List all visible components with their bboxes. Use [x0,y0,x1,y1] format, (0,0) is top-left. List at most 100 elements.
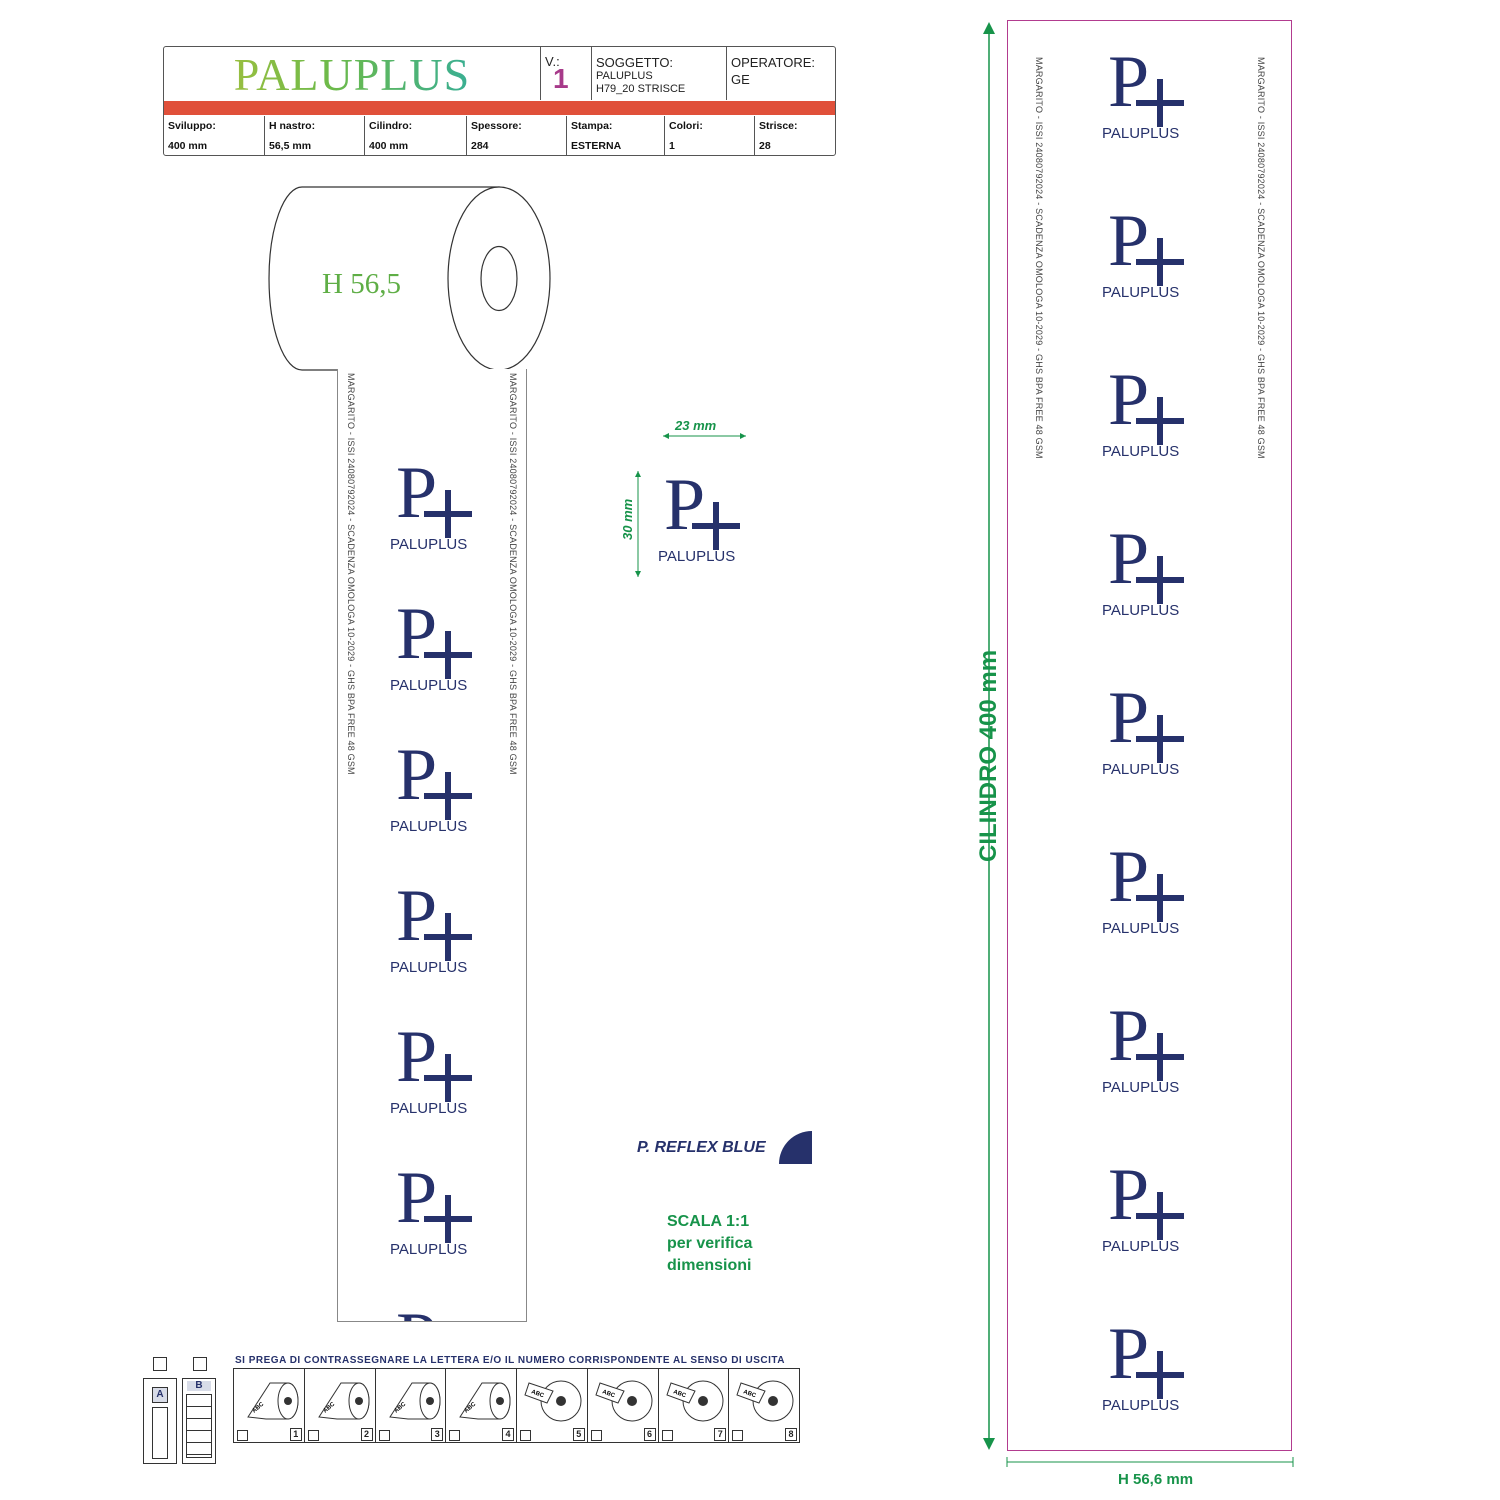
spec-value: 28 [759,140,771,152]
roll-direction-icon: ABC [665,1380,723,1422]
plus-mark-icon [1136,238,1184,286]
logo-letter-p: P [1108,41,1150,123]
plus-mark-icon [1136,1192,1184,1240]
strip-legal-text: MARGARITO - ISSI 24080792024 - SCADENZA … [1034,57,1044,459]
paluplus-logo: P PALUPLUS [1102,200,1198,304]
roll-text-sample: ABC [601,1389,616,1399]
logo-letter-p: P [1108,995,1150,1077]
exit-option[interactable]: ABC 6 [588,1369,659,1442]
side-b-letter: B [187,1381,211,1391]
plus-mark-icon [1136,715,1184,763]
logo-letter-p: P [396,1302,437,1321]
logo-letter-p: P [1108,359,1150,441]
spec-cell: Stampa:ESTERNA [566,116,664,155]
spec-label: Strisce: [759,120,798,132]
side-a-icon: A [143,1378,177,1464]
checkbox-a[interactable] [153,1357,167,1371]
logo-name: PALUPLUS [1102,1079,1180,1096]
plus-mark-icon [424,631,472,679]
logo-name: PALUPLUS [1102,284,1180,301]
strip-width-arrow [1006,1457,1294,1467]
exit-number: 1 [289,1428,302,1441]
exit-number: 3 [431,1428,444,1441]
exit-direction-note: SI PREGA DI CONTRASSEGNARE LA LETTERA E/… [235,1355,785,1366]
subject-cell: SOGGETTO: PALUPLUS H79_20 STRISCE [591,47,727,100]
plus-mark-icon [1136,79,1184,127]
logo-name: PALUPLUS [1102,125,1180,142]
exit-number: 8 [785,1428,797,1441]
paluplus-logo: P PALUPLUS [1102,41,1198,145]
exit-checkbox[interactable] [237,1430,248,1441]
logo-name: PALUPLUS [390,1241,468,1258]
height-dimension-label: 30 mm [620,498,635,540]
paper-roll-illustration [268,186,551,371]
version-value: 1 [553,63,569,94]
exit-checkbox[interactable] [307,1430,319,1441]
subject-line2: H79_20 STRISCE [596,83,686,95]
exit-number: 4 [502,1428,514,1441]
logo-letter-p: P [1108,836,1150,918]
exit-option[interactable]: ABC 1 [234,1369,305,1442]
checkbox-b[interactable] [193,1357,207,1371]
spec-cell: Cilindro:400 mm [364,116,466,155]
plus-mark-icon [692,502,740,550]
spec-label: Stampa: [571,120,613,132]
logo-letter-p: P [396,593,438,675]
spec-cell: Sviluppo:400 mm [164,116,264,155]
header-red-bar [164,101,835,115]
logo-name: PALUPLUS [1102,761,1180,778]
exit-option[interactable]: ABC 3 [376,1369,447,1442]
roll-text-sample: ABC [530,1389,545,1399]
spec-value: 400 mm [369,140,409,152]
cylinder-layout-strip: P PALUPLUS P PALUPLUS P PALUPLUS P PALUPLUS P PAL… [1007,20,1292,1451]
exit-option[interactable]: ABC 8 [729,1369,799,1442]
logo-letter-p: P [664,464,706,546]
spec-label: Sviluppo: [168,120,216,132]
logo-letter-p: P [1108,200,1150,282]
roll-direction-icon: ABC [595,1380,653,1422]
paluplus-logo: P PALUPLUS [390,593,486,697]
logo-letter-p: P [396,875,438,957]
roll-text-sample: ABC [672,1389,687,1399]
spec-value: 284 [471,140,489,152]
exit-checkbox[interactable] [661,1430,673,1441]
roll-text-sample: ABC [743,1389,758,1399]
plus-mark-icon [1136,874,1184,922]
exit-checkbox[interactable] [520,1430,531,1441]
spec-label: Colori: [669,120,703,132]
roll-direction-icon: ABC [247,1382,299,1420]
logo-letter-p: P [396,734,438,816]
color-reference-label: P. REFLEX BLUE [637,1139,766,1156]
width-dimension-label: 23 mm [675,418,717,433]
logo-name: PALUPLUS [390,818,468,835]
cylinder-label: CILINDRO 400 mm [975,649,1002,862]
logo-letter-p: P [1108,1313,1150,1395]
exit-number: 6 [643,1428,656,1441]
exit-checkbox[interactable] [449,1430,461,1441]
logo-name: PALUPLUS [1102,1238,1180,1255]
paluplus-logo: P PALUPLUS [658,464,754,568]
exit-checkbox[interactable] [378,1430,390,1441]
exit-option[interactable]: ABC 7 [659,1369,730,1442]
plus-mark-icon [424,772,472,820]
logo-letter-p: P [396,1016,438,1098]
exit-number: 2 [360,1428,373,1441]
exit-checkbox[interactable] [590,1430,602,1441]
roll-direction-icon: ABC [388,1382,440,1420]
roll-direction-icon: ABC [524,1380,582,1422]
exit-checkbox[interactable] [732,1430,744,1441]
strip-width-label: H 56,6 mm [1118,1471,1194,1488]
logo-name: PALUPLUS [658,548,736,565]
logo-name: PALUPLUS [390,677,468,694]
operator-value: GE [731,72,750,87]
exit-number: 7 [714,1428,727,1441]
